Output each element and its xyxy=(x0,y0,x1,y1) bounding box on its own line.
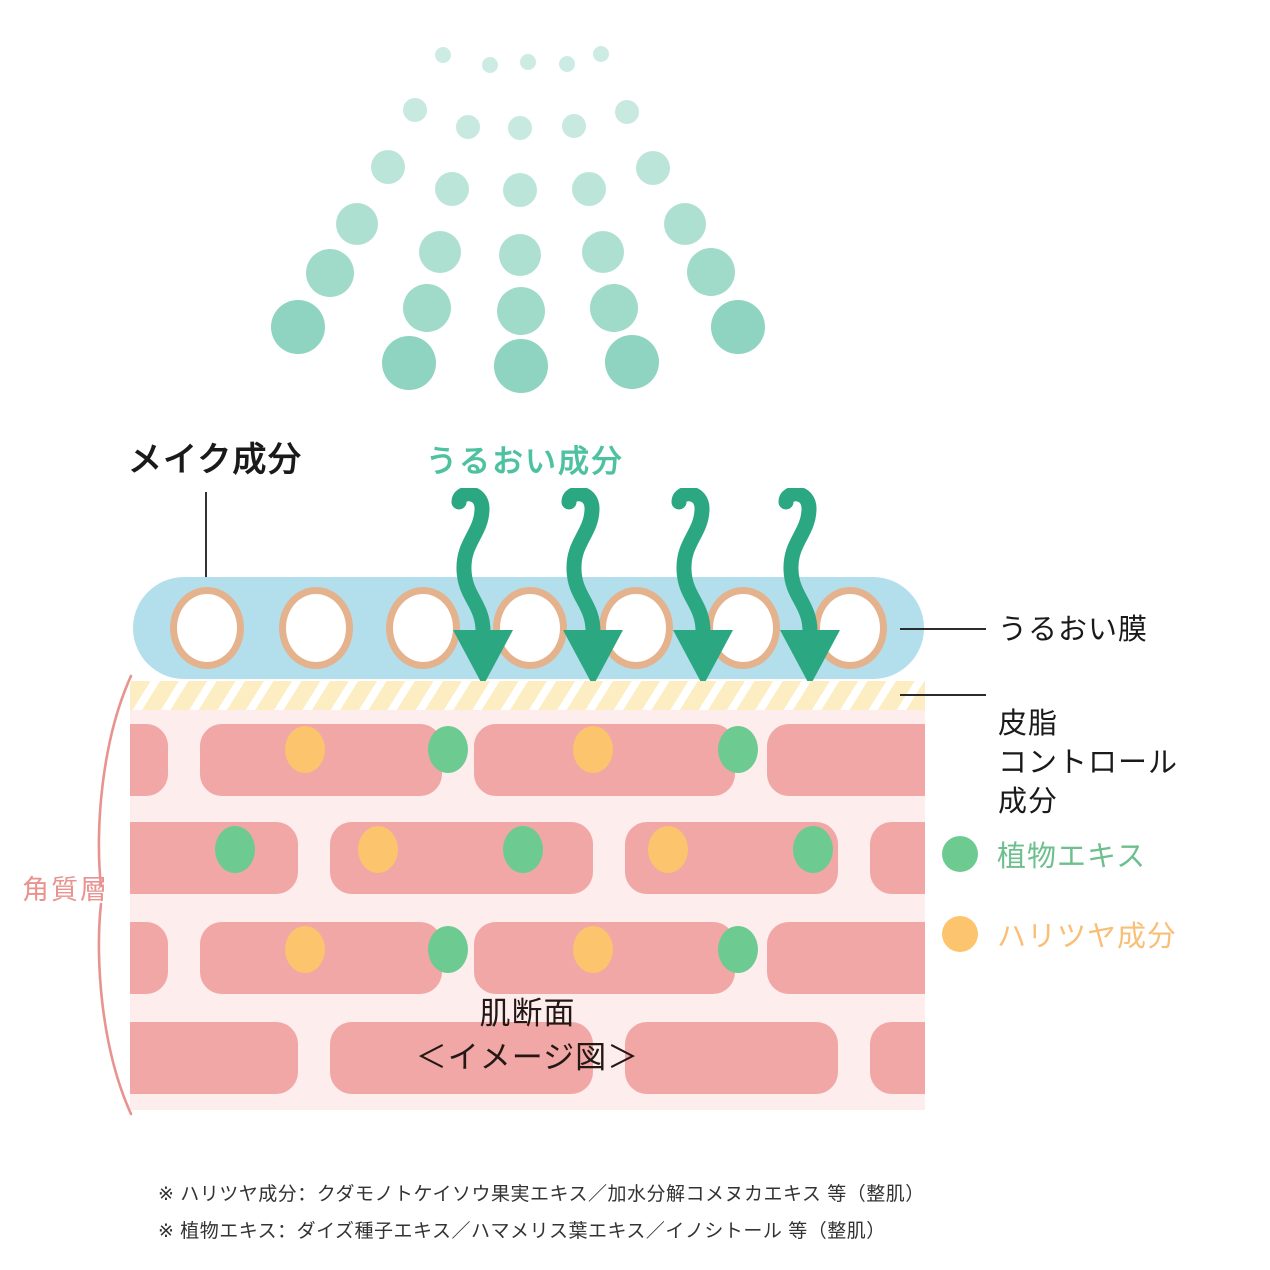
spray-dot xyxy=(482,57,498,73)
moisture-penetration-arrows xyxy=(451,488,840,686)
spray-dot xyxy=(371,150,405,184)
stratum-corneum-brick-wall: 肌断面 ＜イメージ図＞ xyxy=(130,710,925,1110)
footnote-2: ※ 植物エキス：ダイズ種子エキス／ハマメリス葉エキス／イノシトール 等（整肌） xyxy=(158,1221,886,1243)
spray-dot xyxy=(508,116,532,140)
spray-dot xyxy=(403,284,451,332)
callout-sebum-control: 皮脂 コントロール 成分 xyxy=(998,708,1179,819)
spray-dot xyxy=(499,234,541,276)
spray-dot xyxy=(494,339,548,393)
corneocyte-brick xyxy=(130,822,298,894)
grain-plant-extract xyxy=(215,826,255,873)
corneocyte-brick xyxy=(130,724,168,796)
corneocyte-brick xyxy=(130,922,168,994)
corneocyte-brick xyxy=(767,724,925,796)
penetration-arrow xyxy=(671,488,733,686)
spray-dot xyxy=(382,336,436,390)
grain-firmness-ingredient xyxy=(285,926,325,973)
pore-circle xyxy=(493,587,567,669)
grain-plant-extract xyxy=(718,726,758,773)
spray-dot xyxy=(336,203,378,245)
pore-circle xyxy=(599,587,673,669)
spray-dot xyxy=(615,100,639,124)
grain-firmness-ingredient xyxy=(573,926,613,973)
leader-line-makeup xyxy=(205,492,207,630)
penetration-arrow xyxy=(778,488,840,686)
spray-dot xyxy=(497,287,545,335)
grain-plant-extract xyxy=(428,726,468,773)
grain-firmness-ingredient xyxy=(285,726,325,773)
arrow-group xyxy=(451,488,840,686)
spray-dot xyxy=(664,203,706,245)
leader-line-sebum-control xyxy=(900,694,986,696)
label-moisture-ingredient: うるおい成分 xyxy=(426,444,624,479)
spray-dot xyxy=(636,151,670,185)
spray-dot xyxy=(605,335,659,389)
legend-item-firmness-ingredient: ハリツヤ成分 xyxy=(942,913,1177,955)
footnote-1: ※ ハリツヤ成分：クダモノトケイソウ果実エキス／加水分解コメヌカエキス 等（整肌… xyxy=(158,1184,925,1205)
legend-item-plant-extract: 植物エキス xyxy=(942,833,1146,875)
penetration-arrow xyxy=(451,488,513,686)
grain-firmness-ingredient xyxy=(573,726,613,773)
spray-dot xyxy=(435,47,451,63)
spray-dot xyxy=(562,114,586,138)
spray-dots-group xyxy=(271,46,765,393)
corneocyte-brick xyxy=(625,1022,838,1094)
spray-dot xyxy=(687,248,735,296)
spray-dot xyxy=(593,46,609,62)
label-makeup-ingredient: メイク成分 xyxy=(128,441,303,479)
grain-plant-extract xyxy=(428,926,468,973)
pore-circle xyxy=(170,587,244,669)
spray-dot xyxy=(572,172,606,206)
legend-label-firmness-ingredient: ハリツヤ成分 xyxy=(997,921,1178,953)
penetration-arrow xyxy=(561,488,623,686)
legend-label-plant-extract: 植物エキス xyxy=(997,841,1147,873)
corneocyte-brick xyxy=(767,922,925,994)
spray-dot xyxy=(520,54,536,70)
moisture-film-band xyxy=(133,577,924,679)
spray-dot xyxy=(419,231,461,273)
corneocyte-brick xyxy=(330,1022,593,1094)
spray-dot xyxy=(306,249,354,297)
pore-circle xyxy=(386,587,460,669)
label-stratum-corneum: 角質層 xyxy=(22,875,109,905)
spray-dot xyxy=(456,115,480,139)
spray-dot xyxy=(559,56,575,72)
leader-line-moisture-film xyxy=(900,628,986,630)
footnotes: ※ ハリツヤ成分：クダモノトケイソウ果実エキス／加水分解コメヌカエキス 等（整肌… xyxy=(158,1176,1058,1250)
corneocyte-brick xyxy=(870,822,925,894)
corneocyte-brick xyxy=(870,1022,925,1094)
spray-dot xyxy=(590,284,638,332)
spray-dot xyxy=(435,172,469,206)
spray-dot xyxy=(711,300,765,354)
legend-dot-firmness-ingredient xyxy=(942,916,978,952)
grain-firmness-ingredient xyxy=(648,826,688,873)
spray-dot xyxy=(582,231,624,273)
callout-moisture-film: うるおい膜 xyxy=(998,614,1149,646)
grain-plant-extract xyxy=(718,926,758,973)
grain-firmness-ingredient xyxy=(358,826,398,873)
spray-dot-cloud xyxy=(271,46,765,393)
legend-dot-plant-extract xyxy=(942,836,978,872)
sebum-control-layer xyxy=(130,681,925,710)
stratum-corneum-brace xyxy=(97,674,133,1116)
spray-dot xyxy=(271,300,325,354)
spray-dot xyxy=(403,98,427,122)
corneocyte-brick xyxy=(130,1022,298,1094)
pore-circle xyxy=(279,587,353,669)
grain-plant-extract xyxy=(793,826,833,873)
pore-circle xyxy=(706,587,780,669)
spray-dot xyxy=(503,173,537,207)
grain-plant-extract xyxy=(503,826,543,873)
